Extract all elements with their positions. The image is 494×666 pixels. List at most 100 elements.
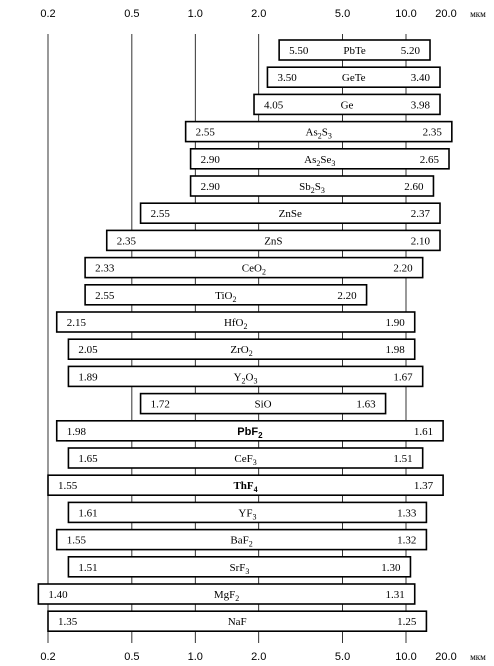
bar-material-name: YF3 (238, 507, 256, 521)
material-bar-mgf: 1.40 1.31 MgF2 (37, 583, 416, 605)
bar-left-label: 1.40 (48, 589, 68, 601)
bar-rect (37, 583, 416, 605)
bar-material-name: ZrO2 (230, 344, 252, 358)
bar-material-name: GeTe (342, 72, 366, 84)
bar-material-name: BaF2 (230, 535, 252, 549)
bar-left-label: 1.55 (67, 535, 87, 547)
bar-left-label: 2.15 (67, 317, 87, 329)
bar-left-label: 1.72 (151, 399, 170, 411)
material-bar-yf: 1.61 1.33 YF3 (67, 501, 428, 524)
material-bar-zns: 2.35 2.10 ZnS (105, 229, 441, 252)
bar-material-name: Y2O3 (234, 371, 258, 385)
bar-left-label: 1.61 (78, 507, 97, 519)
bar-rect (266, 66, 441, 88)
bar-rect (55, 528, 428, 551)
bar-material-name: HfO2 (224, 317, 248, 331)
bar-material-name: As2Se3 (304, 154, 335, 168)
x-tick-label: 0.2 (40, 651, 55, 663)
x-tick-label: 1.0 (188, 651, 203, 663)
bar-rect (67, 501, 428, 524)
bar-left-label: 2.05 (78, 344, 98, 356)
x-tick-label: 10.0 (395, 8, 416, 20)
x-tick-label: 2.0 (251, 8, 266, 20)
bar-rect (139, 202, 441, 224)
bar-rect (67, 447, 424, 469)
bar-right-label: 2.65 (420, 154, 440, 166)
bar-right-label: 2.20 (337, 290, 357, 302)
bar-left-label: 2.35 (117, 235, 137, 247)
bar-rect (184, 120, 453, 143)
x-tick-label: 0.5 (124, 651, 139, 663)
bar-rect (105, 229, 441, 252)
bar-rect (84, 256, 424, 279)
material-bar-znse: 2.55 2.37 ZnSe (139, 202, 441, 224)
bar-left-label: 2.55 (95, 290, 115, 302)
bar-material-name: Ge (341, 99, 354, 111)
bar-rect (278, 39, 431, 61)
bar-rect (55, 311, 416, 333)
x-tick-label: 0.2 (40, 8, 55, 20)
bar-right-label: 1.31 (385, 589, 404, 601)
x-tick-label: 2.0 (251, 651, 266, 663)
bar-right-label: 1.67 (393, 371, 413, 383)
bar-rect (84, 283, 368, 306)
bar-right-label: 3.40 (411, 72, 431, 84)
bar-right-label: 1.63 (356, 399, 376, 411)
bar-rect (189, 175, 435, 197)
material-bar-baf: 1.55 1.32 BaF2 (55, 528, 428, 551)
bar-left-label: 1.35 (58, 616, 78, 628)
bar-material-name: PbF2 (237, 426, 263, 440)
bar-right-label: 2.10 (411, 235, 431, 247)
material-bar-tio: 2.55 2.20 TiO2 (84, 283, 368, 306)
material-bar-sb: 2.90 2.60 Sb2S3 (189, 175, 435, 197)
bar-right-label: 1.33 (397, 507, 417, 519)
bar-left-label: 1.89 (78, 371, 98, 383)
material-bar-hfo: 2.15 1.90 HfO2 (55, 311, 416, 333)
bar-material-name: ThF4 (233, 480, 257, 494)
bar-material-name: SrF3 (229, 562, 249, 576)
bar-material-name: NaF (228, 616, 247, 628)
bar-rect (55, 419, 444, 442)
bar-rect (47, 474, 444, 497)
x-tick-label: 10.0 (395, 651, 416, 663)
bar-right-label: 2.60 (404, 181, 424, 193)
bar-material-name: As2S3 (306, 127, 332, 141)
bar-right-label: 1.32 (397, 535, 416, 547)
x-tick-label: 20.0 (435, 651, 456, 663)
bar-right-label: 5.20 (401, 45, 421, 57)
bar-left-label: 2.33 (95, 263, 115, 275)
bar-right-label: 1.90 (385, 317, 405, 329)
bar-left-label: 1.55 (58, 480, 78, 492)
bar-material-name: MgF2 (214, 589, 239, 603)
bar-material-name: TiO2 (215, 290, 236, 304)
bar-right-label: 2.20 (393, 263, 413, 275)
bar-rect (139, 392, 387, 415)
material-bar-y: 1.89 1.67 Y2O3 (67, 365, 424, 388)
bar-left-label: 1.51 (78, 562, 97, 574)
bar-left-label: 2.90 (201, 181, 221, 193)
bar-material-name: Sb2S3 (299, 181, 325, 195)
bar-material-name: ZnS (264, 235, 282, 247)
bar-rect (253, 93, 441, 116)
bar-rect (67, 338, 416, 361)
bar-material-name: ZnSe (279, 208, 302, 220)
bar-right-label: 2.37 (411, 208, 431, 220)
x-tick-label: 20.0 (435, 8, 456, 20)
bar-material-name: CeO2 (242, 263, 266, 277)
bar-right-label: 3.98 (411, 99, 431, 111)
bar-right-label: 1.37 (414, 480, 434, 492)
bar-right-label: 2.35 (423, 127, 443, 139)
x-tick-label: 0.5 (124, 8, 139, 20)
bar-left-label: 1.65 (78, 453, 98, 465)
material-bar-thf: 1.55 1.37 ThF4 (47, 474, 444, 497)
bar-material-name: CeF3 (234, 453, 256, 467)
bar-left-label: 2.55 (151, 208, 171, 220)
